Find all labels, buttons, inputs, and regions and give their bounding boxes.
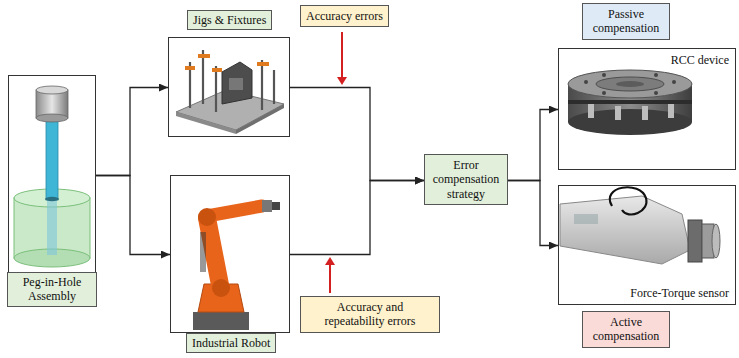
flow-arrow	[290, 181, 424, 255]
node-text: RCC device	[671, 53, 729, 67]
image-frame: Force-Torque sensor	[558, 185, 736, 305]
fixture-figure	[176, 50, 284, 134]
node-text: Accuracy errors	[306, 9, 383, 23]
label-box: Active compensation	[582, 311, 670, 348]
frame-label: RCC device	[668, 52, 732, 68]
image-frame: Industrial Robot	[170, 175, 290, 333]
image-frame: Peg-in-Hole Assembly	[8, 75, 96, 275]
node-text: Accuracy and repeatability errors	[306, 300, 434, 329]
flow-arrow	[508, 110, 558, 181]
flow-arrow	[96, 176, 170, 255]
frame-label: Force-Torque sensor	[627, 285, 732, 301]
frame-label: Jigs & Fixtures	[187, 10, 272, 30]
node-text: Passive compensation	[588, 7, 664, 36]
label-box: Error compensation strategy	[424, 154, 508, 205]
node-text: Active compensation	[588, 315, 664, 344]
node-text: Peg-in-Hole Assembly	[13, 275, 91, 304]
label-box: Accuracy errors	[300, 5, 389, 27]
flow-arrow	[96, 88, 168, 176]
peg-in-hole-figure	[14, 86, 90, 267]
force-torque-figure	[560, 187, 720, 264]
node-text: Force-Torque sensor	[630, 286, 729, 300]
node-text: Error compensation strategy	[430, 158, 502, 201]
frame-label: Peg-in-Hole Assembly	[7, 272, 97, 307]
frame-label: Industrial Robot	[186, 333, 276, 353]
image-frame: Jigs & Fixtures	[168, 37, 290, 137]
flow-arrow	[508, 181, 558, 246]
label-box: Passive compensation	[582, 3, 670, 40]
robot-figure	[193, 200, 280, 330]
node-text: Industrial Robot	[192, 336, 270, 350]
label-box: Accuracy and repeatability errors	[300, 296, 440, 333]
image-frame: RCC device	[558, 48, 736, 170]
error-arrow	[337, 32, 347, 85]
flow-arrow	[290, 88, 424, 181]
error-arrow	[325, 257, 335, 293]
rcc-device-figure	[568, 70, 692, 135]
node-text: Jigs & Fixtures	[193, 13, 266, 27]
